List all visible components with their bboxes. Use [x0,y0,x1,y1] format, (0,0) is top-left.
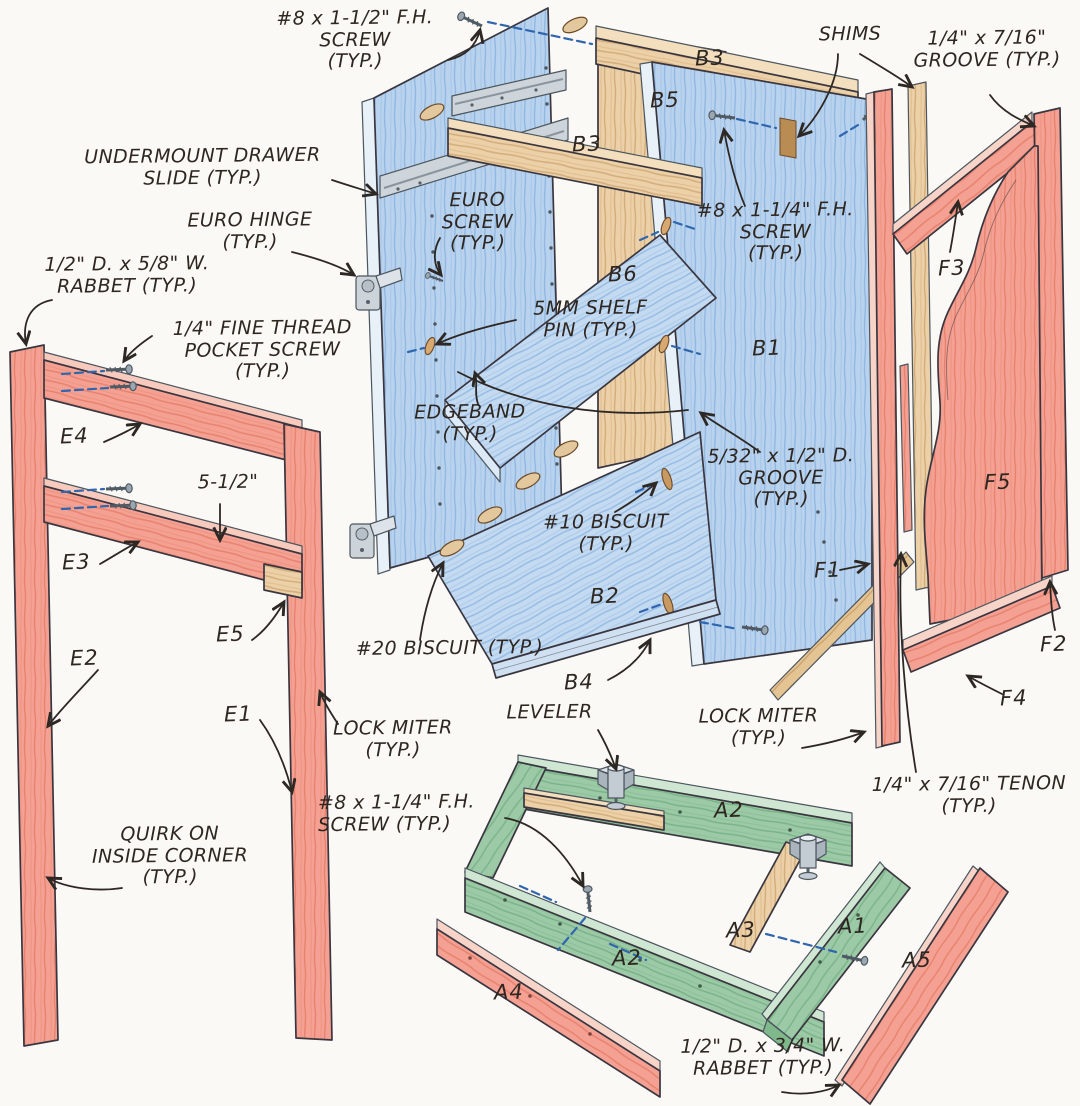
annotation-undermount-slide: UNDERMOUNT DRAWER SLIDE (TYP.) [84,143,321,190]
face-frame-assembly [9,344,333,1047]
annotation-shims: SHIMS [818,22,882,46]
annotation-edgeband: EDGEBAND (TYP.) [414,400,526,445]
b1-shim-notch [779,117,797,159]
cabinet-box-assembly [349,7,886,679]
annotation-rabbet-half-34: 1/2" D. x 3/4" W. RABBET (TYP.) [680,1034,846,1080]
part-label-b5: B5 [649,87,681,113]
part-label-a4: A4 [493,979,525,1005]
part-a5-edge [834,865,981,1087]
annotation-screw-8x1-25-lower: #8 x 1-1/4" F.H. SCREW (TYP.) [317,790,475,836]
part-e2-stile [9,344,59,1047]
part-f1-stile [873,88,901,747]
base-screw-holes [503,796,860,988]
part-label-f4: F4 [999,685,1028,711]
annotation-lock-miter-left: LOCK MITER (TYP.) [333,716,453,761]
annotation-pocket-screw: 1/4" FINE THREAD POCKET SCREW (TYP.) [172,316,353,383]
annotation-leveler: LEVELER [506,700,593,724]
part-label-a2-front: A2 [611,945,643,971]
b1-holes [816,510,838,602]
part-f1-tenon-strip [899,363,913,533]
annotation-groove-quarter: 1/4" x 7/16" GROOVE (TYP.) [913,26,1061,72]
part-label-e1: E1 [223,701,254,727]
part-label-b1: B1 [751,335,783,361]
part-label-a3: A3 [725,917,757,943]
part-label-e2: E2 [69,645,100,671]
annotation-shelf-pin: 5MM SHELF PIN (TYP.) [533,296,648,342]
part-label-a1: A1 [837,913,869,939]
annotation-lock-miter-right: LOCK MITER (TYP.) [698,704,819,749]
part-label-e5: E5 [215,621,246,647]
part-label-a5: A5 [901,947,933,973]
part-a5-rail [841,867,1009,1105]
part-b3-front-stretcher [447,127,703,207]
part-label-f1: F1 [813,557,842,583]
part-a4-rail [436,928,661,1098]
base-assembly [436,754,1009,1105]
part-label-e3: E3 [61,549,92,575]
annotation-euro-hinge: EURO HINGE (TYP.) [187,208,313,253]
pocket-screws [60,363,138,512]
part-a2-front-rail [464,877,825,1057]
annotation-screw-8x1-25-upper: #8 x 1-1/4" F.H. SCREW (TYP.) [696,198,854,265]
part-label-e4: E4 [59,423,90,449]
shelf-pins [406,216,702,356]
part-label-b4: B4 [563,669,595,695]
leveler-right [788,832,828,881]
part-label-f5: F5 [983,469,1012,495]
part-f5-panel [923,145,1043,625]
annotation-euro-screw: EURO SCREW (TYP.) [441,188,514,255]
biscuits [439,16,674,616]
door-assembly [769,81,1069,749]
annotation-dim-5-5: 5-1/2" [197,470,259,494]
part-label-b3-rear: B3 [694,45,726,71]
part-f4-rail [902,585,1061,673]
annotation-biscuit-20: #20 BISCUIT (TYP.) [355,636,544,660]
leader-arrows [25,30,1055,1094]
annotation-biscuit-10: #10 BISCUIT (TYP.) [542,510,669,555]
annotation-rabbet-half-58: 1/2" D. x 5/8" W. RABBET (TYP.) [44,252,210,298]
part-label-b2: B2 [589,583,621,609]
a4-holes [468,956,592,1036]
part-a1-endcap [762,1019,793,1053]
part-label-b6: B6 [607,261,639,287]
biscuit-slot-oval [419,103,445,121]
annotation-quirk: QUIRK ON INSIDE CORNER (TYP.) [91,822,249,889]
annotation-screw-8x1-5: #8 x 1-1/2" F.H. SCREW (TYP.) [276,6,434,73]
part-e5-block [263,563,303,599]
part-label-b3-front: B3 [571,131,603,157]
part-label-f3: F3 [937,255,966,281]
annotation-tenon: 1/4" x 7/16" TENON (TYP.) [871,771,1067,817]
part-label-f2: F2 [1039,631,1068,657]
annotation-groove-532: 5/32" x 1/2" D. GROOVE (TYP.) [707,444,855,511]
part-label-a2-rear: A2 [713,797,745,823]
part-b6-shelf [444,234,717,469]
part-left-panel-edge [361,97,391,575]
